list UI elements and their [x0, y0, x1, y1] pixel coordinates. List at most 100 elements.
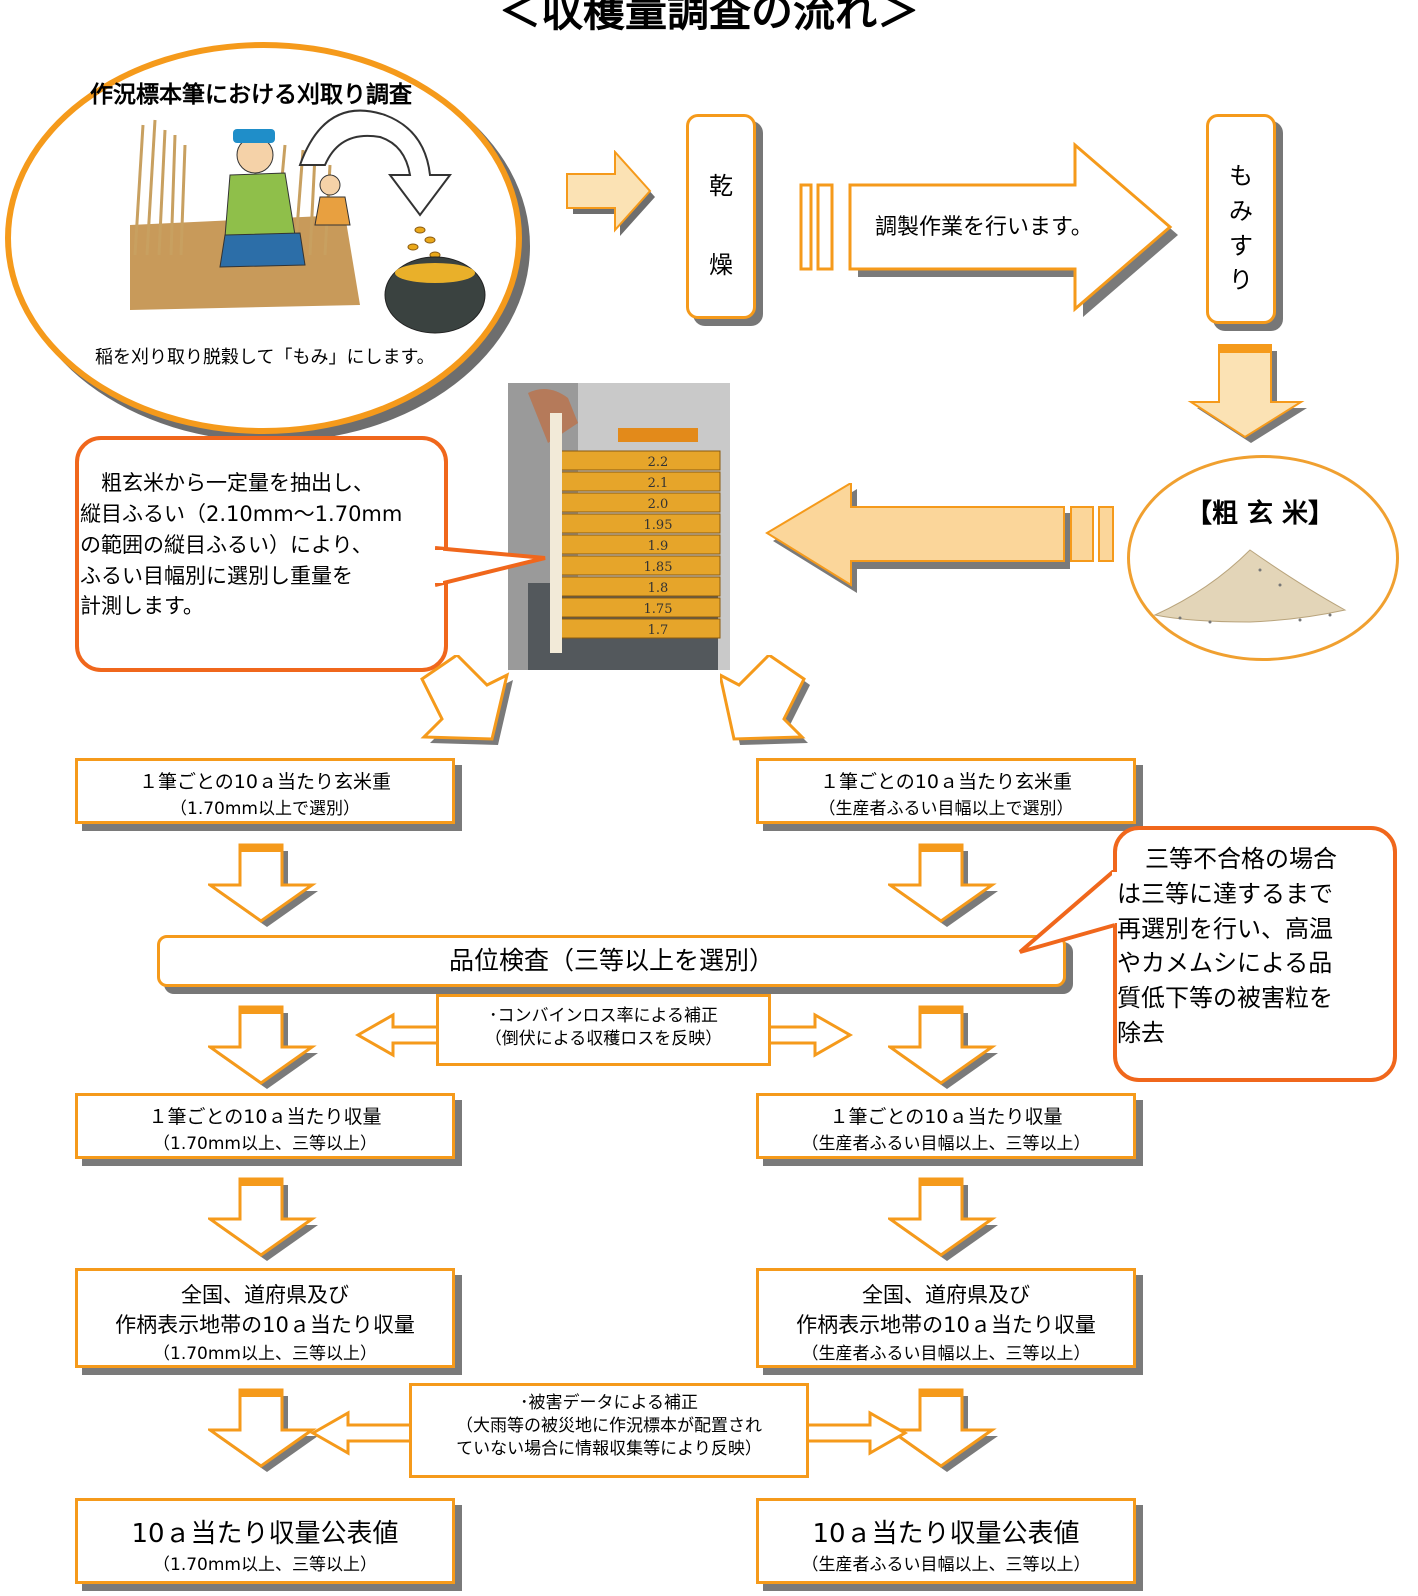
quality-text-2: は三等に達するまで — [1117, 879, 1333, 908]
drying-box: 乾 燥 — [686, 114, 756, 319]
quality-callout-text: 三等不合格の場合 は三等に達するまで 再選別を行い、高温 やカメムシによる品 質… — [1117, 842, 1397, 1051]
hulling-char-3: す — [1229, 231, 1253, 260]
quality-callout — [1113, 826, 1397, 1082]
right-final-line1: 10ａ当たり収量公表値 — [812, 1519, 1080, 1549]
left-final-line1: 10ａ当たり収量公表値 — [131, 1519, 399, 1549]
right-weight-box: １筆ごとの10ａ当たり玄米重 （生産者ふるい目幅以上で選別） — [756, 758, 1136, 824]
harvest-caption: 稲を刈り取り脱穀して「もみ」にします。 — [95, 347, 435, 368]
quality-check-label: 品位検査（三等以上を選別） — [448, 946, 774, 975]
drying-char-1: 乾 — [709, 172, 733, 200]
hulling-char-4: り — [1229, 266, 1253, 295]
pot-grains — [395, 263, 475, 283]
quality-text-6: 除去 — [1117, 1018, 1165, 1047]
left-arrow-stripe-1 — [1070, 506, 1094, 562]
sieve-text-5: 計測します。 — [80, 594, 204, 619]
down-arrow — [205, 1388, 320, 1477]
damage-note-line1: ･被害データによる補正 — [520, 1393, 698, 1413]
right-arrow — [566, 150, 655, 236]
right-final-line2: （生産者ふるい目幅以上、三等以上） — [801, 1555, 1091, 1575]
sieve-callout-text: 粗玄米から一定量を抽出し、 縦目ふるい（2.10mm～1.70mm の範囲の縦目… — [80, 468, 480, 622]
quality-callout-tail — [1018, 870, 1120, 954]
right-regional-line3: （生産者ふるい目幅以上、三等以上） — [801, 1344, 1091, 1364]
harvest-title: 作況標本筆における刈取り調査 — [90, 82, 412, 108]
sieve-tray — [559, 450, 721, 471]
hulling-char-2: み — [1229, 196, 1253, 225]
down-arrow — [885, 1177, 1000, 1266]
combine-note-line2: （倒伏による収穫ロスを反映） — [484, 1028, 723, 1049]
processing-stripe-2 — [816, 183, 834, 271]
left-regional-line3: （1.70mm以上、三等以上） — [153, 1344, 377, 1364]
sieve-tray-label: 1.9 — [648, 539, 669, 554]
harvest-illustration — [130, 109, 486, 334]
sieve-text-4: ふるい目幅別に選別し重量を — [80, 563, 353, 588]
right-regional-line2: 作柄表示地帯の10ａ当たり収量 — [796, 1313, 1096, 1337]
left-yield-line1: １筆ごとの10ａ当たり収量 — [148, 1106, 382, 1128]
right-regional-box: 全国、道府県及び 作柄表示地帯の10ａ当たり収量 （生産者ふるい目幅以上、三等以… — [756, 1268, 1136, 1368]
quality-text-4: やカメムシによる品 — [1117, 949, 1333, 978]
left-yield-box: １筆ごとの10ａ当たり収量 （1.70mm以上、三等以上） — [75, 1093, 455, 1159]
quality-text-3: 再選別を行い、高温 — [1117, 914, 1333, 943]
down-arrow — [885, 843, 1000, 932]
sieve-tray-label: 2.2 — [648, 455, 669, 470]
sieve-tray — [559, 555, 721, 576]
diagonal-arrow-left — [420, 655, 513, 745]
sieve-tray-label: 1.95 — [644, 518, 673, 533]
grain-arrow — [298, 109, 452, 217]
child-body — [314, 196, 351, 226]
down-arrow — [885, 1005, 1000, 1094]
sieve-tray-label: 2.1 — [648, 476, 669, 491]
left-regional-box: 全国、道府県及び 作柄表示地帯の10ａ当たり収量 （1.70mm以上、三等以上） — [75, 1268, 455, 1368]
sieve-tray-label: 1.8 — [648, 581, 669, 596]
sieve-tray — [559, 576, 721, 597]
quality-text-5: 質低下等の被害粒を — [1117, 984, 1333, 1013]
left-regional-line2: 作柄表示地帯の10ａ当たり収量 — [115, 1313, 415, 1337]
left-weight-box: １筆ごとの10ａ当たり玄米重 （1.70mm以上で選別） — [75, 758, 455, 824]
damage-note-line2: （大雨等の被災地に作況標本が配置され — [456, 1415, 762, 1436]
sieve-tray-label: 2.0 — [648, 497, 669, 512]
sieve-text-1: 粗玄米から一定量を抽出し、 — [101, 471, 374, 495]
sieve-callout-tail — [435, 546, 546, 587]
sieve-tray-label: 1.7 — [648, 623, 669, 638]
processing-arrow — [799, 141, 1178, 317]
hulling-box: も み す り — [1206, 114, 1276, 324]
down-arrow — [205, 1177, 320, 1266]
combine-note-line1: ･コンバインロス率による補正 — [489, 1006, 718, 1026]
left-arrow — [765, 483, 1114, 593]
sieve-photo: 2.2 2.1 2.0 1.95 1.9 1.85 1.8 1.75 1.7 — [508, 383, 730, 670]
left-final-line2: （1.70mm以上、三等以上） — [153, 1555, 377, 1575]
page-title: ＜収穫量調査の流れ＞ — [498, 0, 919, 36]
left-regional-line1: 全国、道府県及び — [181, 1283, 349, 1307]
quality-check-box: 品位検査（三等以上を選別） — [157, 935, 1066, 987]
right-weight-line2: （生産者ふるい目幅以上で選別） — [818, 799, 1074, 819]
down-arrow — [205, 843, 320, 932]
down-arrow-hulling — [1187, 344, 1307, 443]
left-weight-line2: （1.70mm以上で選別） — [170, 799, 360, 819]
sieve-tray — [559, 492, 721, 513]
right-final-box: 10ａ当たり収量公表値 （生産者ふるい目幅以上、三等以上） — [756, 1498, 1136, 1584]
right-yield-line1: １筆ごとの10ａ当たり収量 — [829, 1106, 1063, 1128]
down-arrow — [205, 1005, 320, 1094]
farmer-legs — [219, 232, 306, 268]
sieve-tray-label: 1.85 — [644, 560, 673, 575]
damage-note: ･被害データによる補正 （大雨等の被災地に作況標本が配置され ていない場合に情報… — [409, 1383, 809, 1478]
left-final-box: 10ａ当たり収量公表値 （1.70mm以上、三等以上） — [75, 1498, 455, 1584]
sieve-text-3: の範囲の縦目ふるい）により、 — [80, 532, 373, 557]
sieve-handle — [618, 428, 698, 442]
left-yield-line2: （1.70mm以上、三等以上） — [153, 1134, 377, 1154]
processing-stripe-1 — [799, 183, 813, 271]
brown-rice-circle — [1127, 455, 1399, 661]
sieve-tray — [559, 618, 721, 639]
hulling-char-1: も — [1229, 162, 1253, 190]
sieve-tray — [559, 597, 721, 618]
combine-note: ･コンバインロス率による補正 （倒伏による収穫ロスを反映） — [436, 994, 771, 1066]
sieve-tray-label: 1.75 — [644, 602, 673, 617]
farmer-cap — [233, 129, 275, 143]
child-head — [319, 174, 341, 196]
right-regional-line1: 全国、道府県及び — [862, 1283, 1030, 1307]
down-arrow — [885, 1388, 1000, 1477]
rice-pile — [1153, 549, 1347, 624]
processing-label: 調製作業を行います。 — [875, 215, 1093, 240]
right-weight-line1: １筆ごとの10ａ当たり玄米重 — [820, 771, 1072, 793]
quality-text-1: 三等不合格の場合 — [1145, 845, 1337, 873]
sieve-tray — [559, 534, 721, 555]
